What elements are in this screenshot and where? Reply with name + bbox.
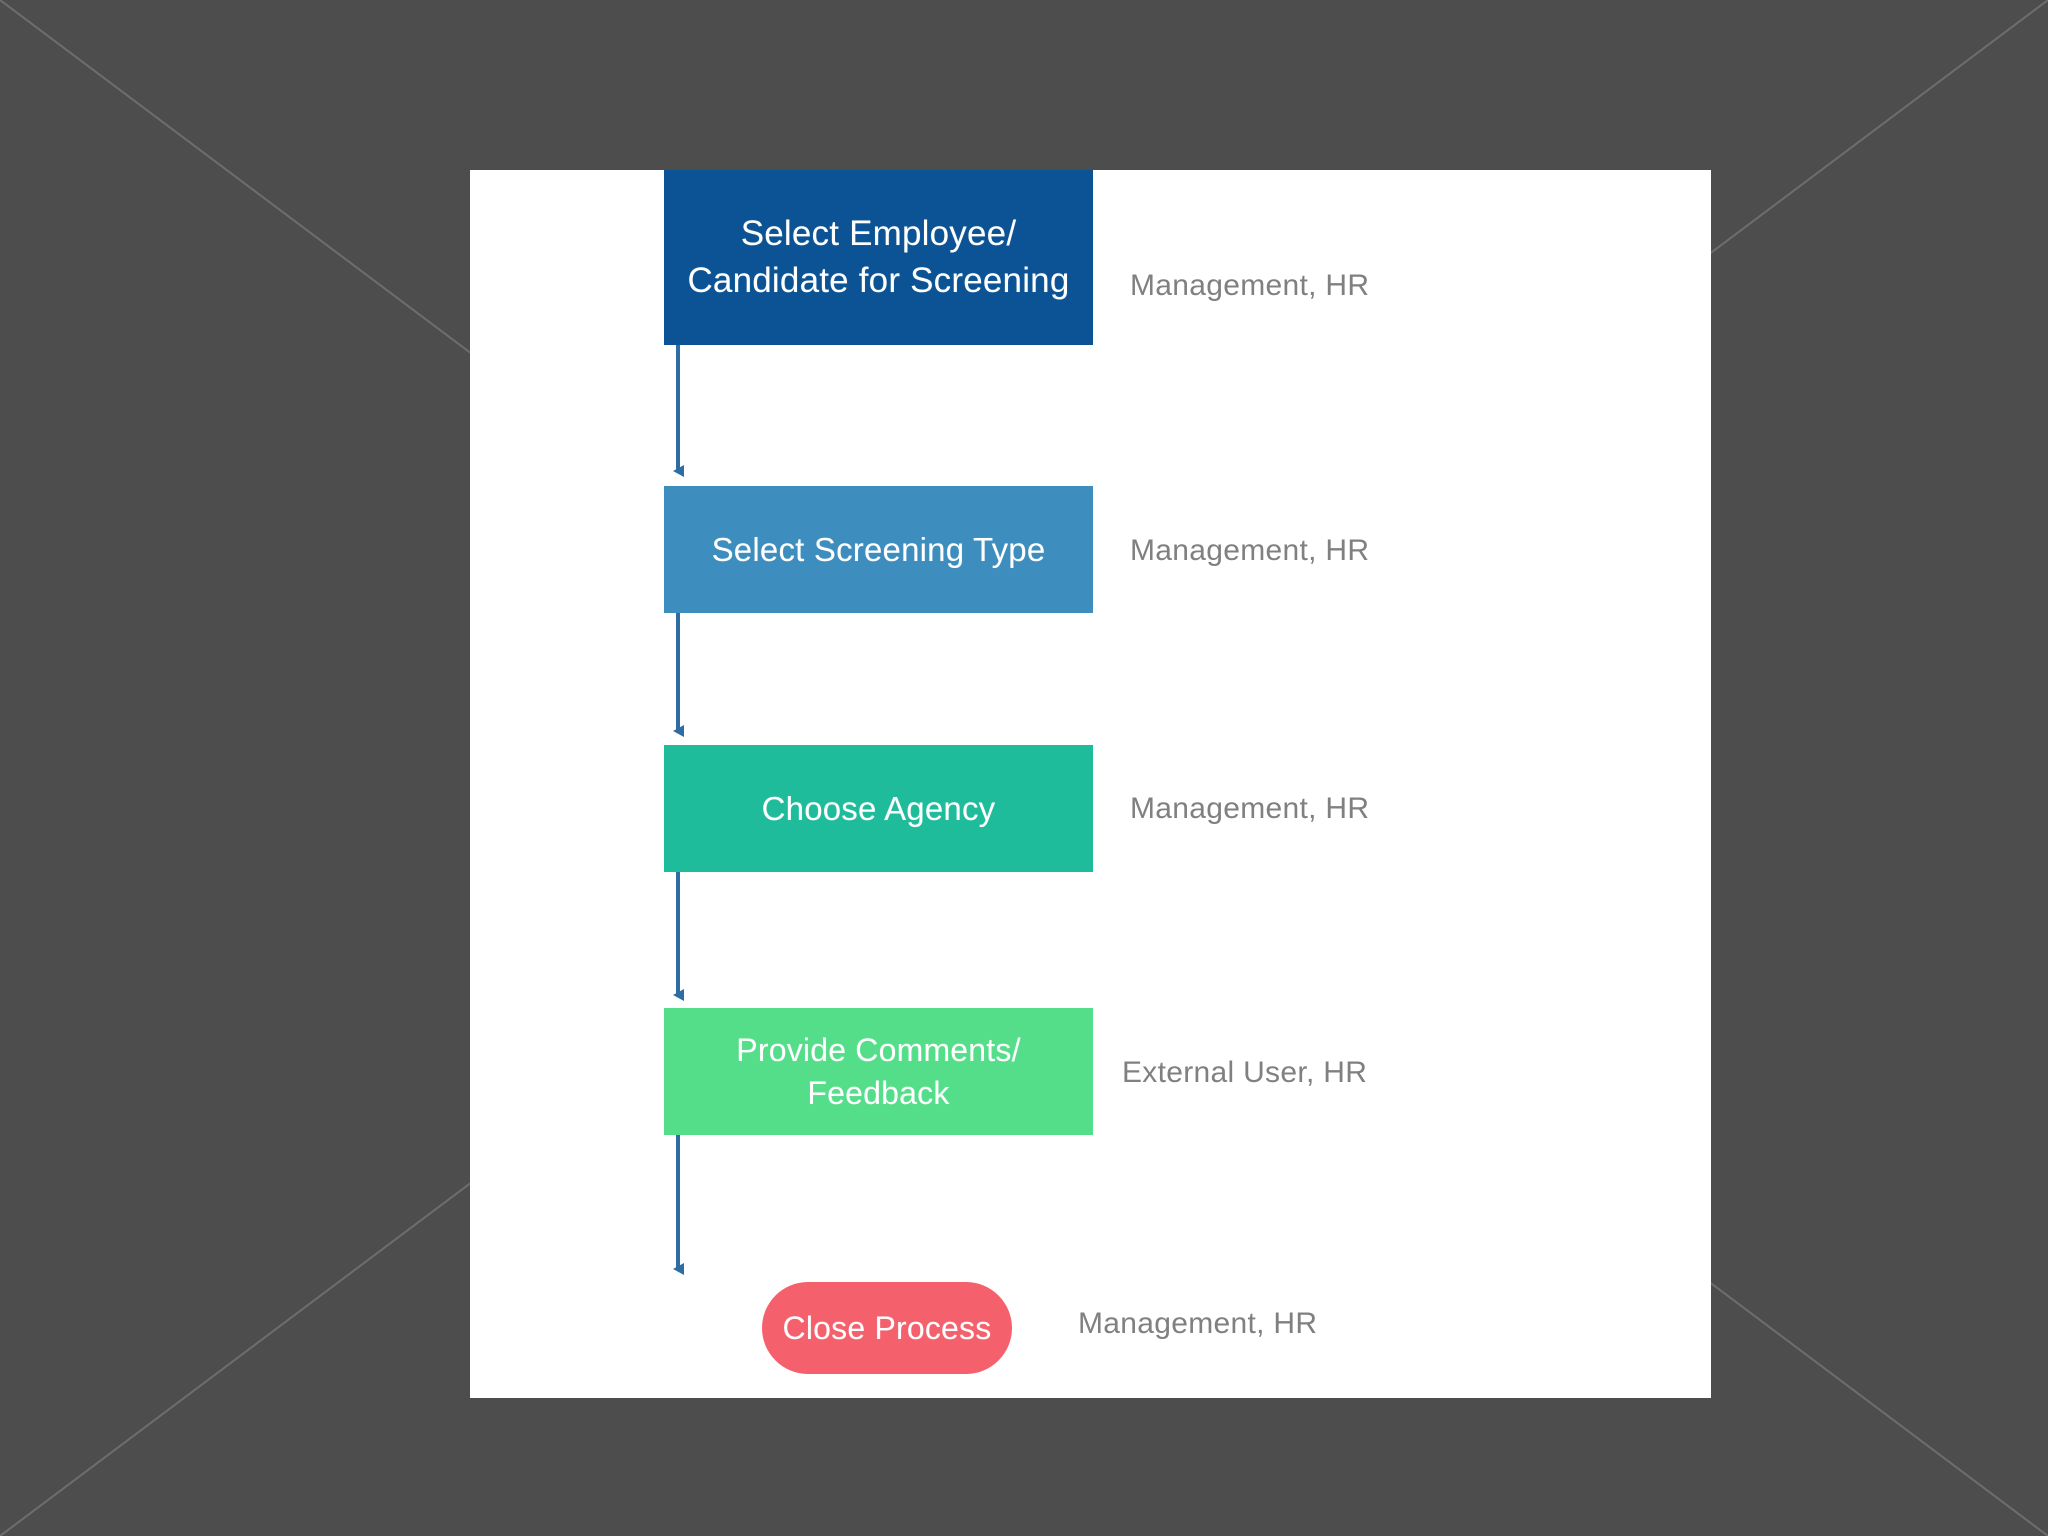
flow-node-label: Select Employee/ Candidate for Screening	[687, 214, 1070, 300]
flow-node-label: Provide Comments/ Feedback	[736, 1032, 1021, 1111]
diagram-canvas: Select Employee/ Candidate for Screening…	[470, 170, 1711, 1398]
flow-node-label: Close Process	[782, 1309, 992, 1346]
flow-node-label: Choose Agency	[761, 789, 996, 827]
flow-connectors	[673, 345, 684, 1275]
flow-node-select-screening-type[interactable]: Select Screening Type	[664, 486, 1093, 613]
role-label-choose-agency: Management, HR	[1130, 792, 1370, 825]
flow-node-label: Select Screening Type	[711, 530, 1046, 568]
role-label-provide-comments: External User, HR	[1122, 1056, 1368, 1089]
role-label-close-process: Management, HR	[1078, 1307, 1318, 1340]
flow-node-choose-agency[interactable]: Choose Agency	[664, 745, 1093, 872]
flow-node-provide-comments[interactable]: Provide Comments/ Feedback	[664, 1008, 1093, 1135]
flow-node-select-employee[interactable]: Select Employee/ Candidate for Screening	[664, 170, 1093, 345]
role-label-select-employee: Management, HR	[1130, 269, 1370, 302]
flow-node-close-process[interactable]: Close Process	[762, 1282, 1012, 1374]
role-label-select-screening-type: Management, HR	[1130, 534, 1370, 567]
